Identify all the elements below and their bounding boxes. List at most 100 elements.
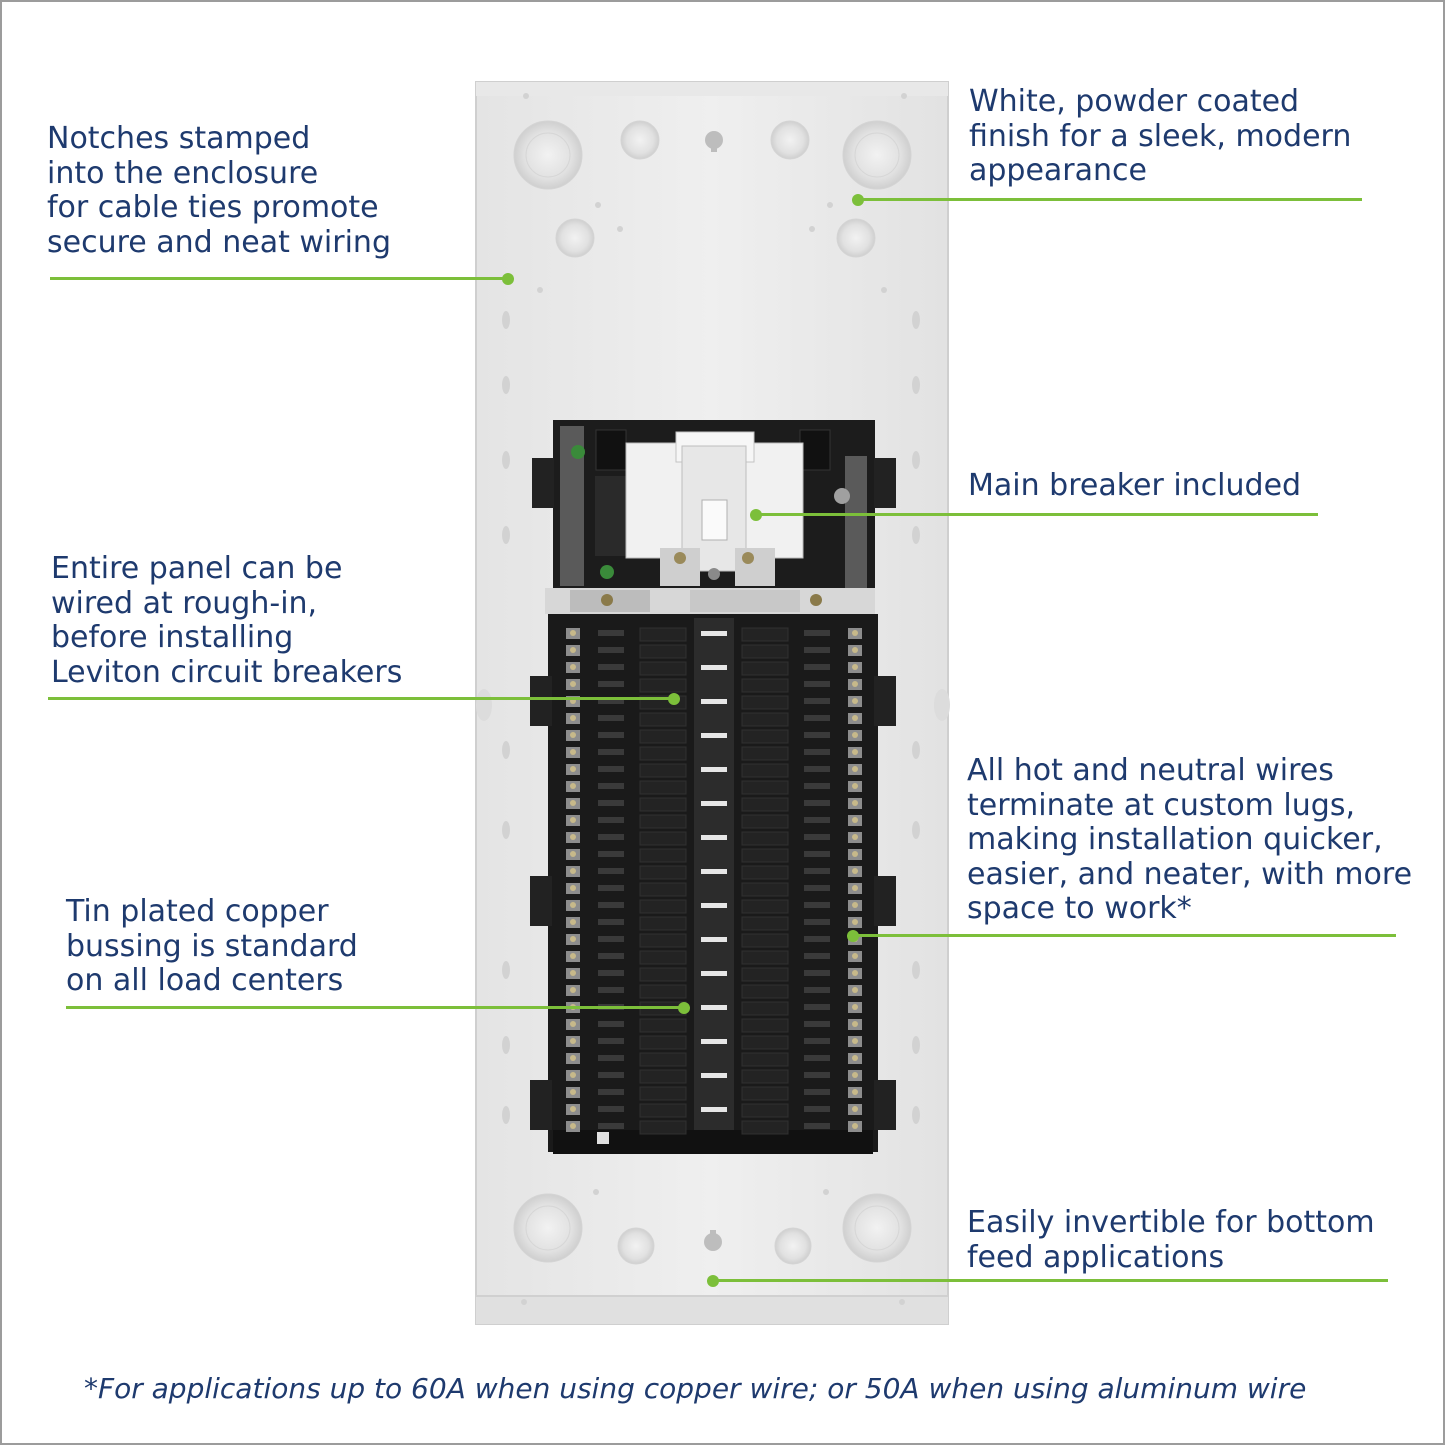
breaker-row-part <box>852 1123 858 1129</box>
pointer-notches <box>502 273 514 285</box>
breaker-row-part <box>598 1072 624 1078</box>
breaker-row-part <box>598 630 624 636</box>
breaker-row-part <box>639 1018 687 1033</box>
callout-lugs: All hot and neutral wires terminate at c… <box>967 753 1413 926</box>
breaker-row-part <box>741 729 789 744</box>
breaker-row-part <box>741 950 789 965</box>
breaker-row-part <box>570 783 576 789</box>
breaker-row-part <box>598 851 624 857</box>
breaker-row-part <box>804 800 830 806</box>
breaker-row-part <box>598 1038 624 1044</box>
breaker-row-part <box>852 817 858 823</box>
breaker-row-part <box>598 698 624 704</box>
breaker-row-part <box>741 644 789 659</box>
breaker-row-part <box>741 882 789 897</box>
breaker-row-part <box>852 681 858 687</box>
breaker-row-part <box>570 885 576 891</box>
breaker-row-part <box>852 868 858 874</box>
callout-rough-in: Entire panel can be wired at rough-in, b… <box>51 551 403 690</box>
breaker-row-part <box>598 902 624 908</box>
breaker-row-part <box>701 835 727 840</box>
breaker-row-part <box>741 780 789 795</box>
pointer-rough-in <box>668 693 680 705</box>
breaker-row-part <box>852 1004 858 1010</box>
breaker-row-part <box>598 834 624 840</box>
breaker-row-part <box>701 971 727 976</box>
breaker-row-part <box>570 970 576 976</box>
callout-finish: White, powder coated finish for a sleek,… <box>969 84 1352 188</box>
breaker-row-part <box>570 800 576 806</box>
breaker-row-part <box>804 732 830 738</box>
breaker-row-part <box>804 885 830 891</box>
breaker-row-part <box>804 1055 830 1061</box>
breaker-row-part <box>852 630 858 636</box>
breaker-row-part <box>570 1021 576 1027</box>
breaker-row-part <box>741 627 789 642</box>
breaker-row-part <box>741 1069 789 1084</box>
breaker-section <box>530 614 896 1154</box>
breaker-row-part <box>741 1001 789 1016</box>
breaker-row-part <box>852 766 858 772</box>
breaker-row-part <box>804 647 830 653</box>
breaker-row-part <box>852 919 858 925</box>
callout-bussing: Tin plated copper bussing is standard on… <box>66 894 358 998</box>
breaker-row-part <box>852 1089 858 1095</box>
breaker-row-part <box>741 814 789 829</box>
breaker-row-part <box>639 950 687 965</box>
breaker-row-part <box>598 800 624 806</box>
breaker-row-part <box>741 984 789 999</box>
breaker-row-part <box>741 661 789 676</box>
breaker-row-part <box>570 851 576 857</box>
breaker-row-part <box>570 936 576 942</box>
breaker-row-part <box>804 987 830 993</box>
breaker-row-part <box>701 699 727 704</box>
breaker-row-part <box>852 851 858 857</box>
breaker-row-part <box>598 987 624 993</box>
breaker-row-part <box>701 937 727 942</box>
breaker-row-part <box>804 1072 830 1078</box>
breaker-row-part <box>570 902 576 908</box>
breaker-row-part <box>852 647 858 653</box>
breaker-row-part <box>598 885 624 891</box>
breaker-row-part <box>639 712 687 727</box>
breaker-row-part <box>804 715 830 721</box>
breaker-row-part <box>570 953 576 959</box>
breaker-row-part <box>804 766 830 772</box>
pointer-lugs <box>847 930 859 942</box>
breaker-row-part <box>639 882 687 897</box>
breaker-row-part <box>598 732 624 738</box>
breaker-row-part <box>598 1106 624 1112</box>
breaker-row-part <box>741 746 789 761</box>
breaker-row-part <box>570 749 576 755</box>
breaker-row-part <box>639 1086 687 1101</box>
breaker-row-part <box>639 746 687 761</box>
leader-lugs <box>853 934 1396 937</box>
breaker-row-part <box>852 800 858 806</box>
breaker-row-part <box>852 664 858 670</box>
breaker-row-part <box>598 647 624 653</box>
breaker-row-part <box>570 1123 576 1129</box>
breaker-row-part <box>598 817 624 823</box>
breaker-row-part <box>598 715 624 721</box>
breaker-row-part <box>701 631 727 636</box>
breaker-row-part <box>741 1018 789 1033</box>
breaker-row-part <box>804 817 830 823</box>
breaker-row-part <box>804 919 830 925</box>
leader-invertible <box>713 1279 1388 1282</box>
breaker-row-part <box>598 868 624 874</box>
breaker-row-part <box>804 630 830 636</box>
breaker-row-part <box>639 1103 687 1118</box>
breaker-row-part <box>804 1004 830 1010</box>
breaker-row-part <box>570 1106 576 1112</box>
breaker-row-part <box>701 801 727 806</box>
breaker-row-part <box>852 1055 858 1061</box>
breaker-row-part <box>639 644 687 659</box>
breaker-row-part <box>639 661 687 676</box>
breaker-row-part <box>598 970 624 976</box>
breaker-row-part <box>804 1021 830 1027</box>
breaker-row-part <box>639 1069 687 1084</box>
breaker-row-part <box>701 767 727 772</box>
breaker-row-part <box>701 1107 727 1112</box>
